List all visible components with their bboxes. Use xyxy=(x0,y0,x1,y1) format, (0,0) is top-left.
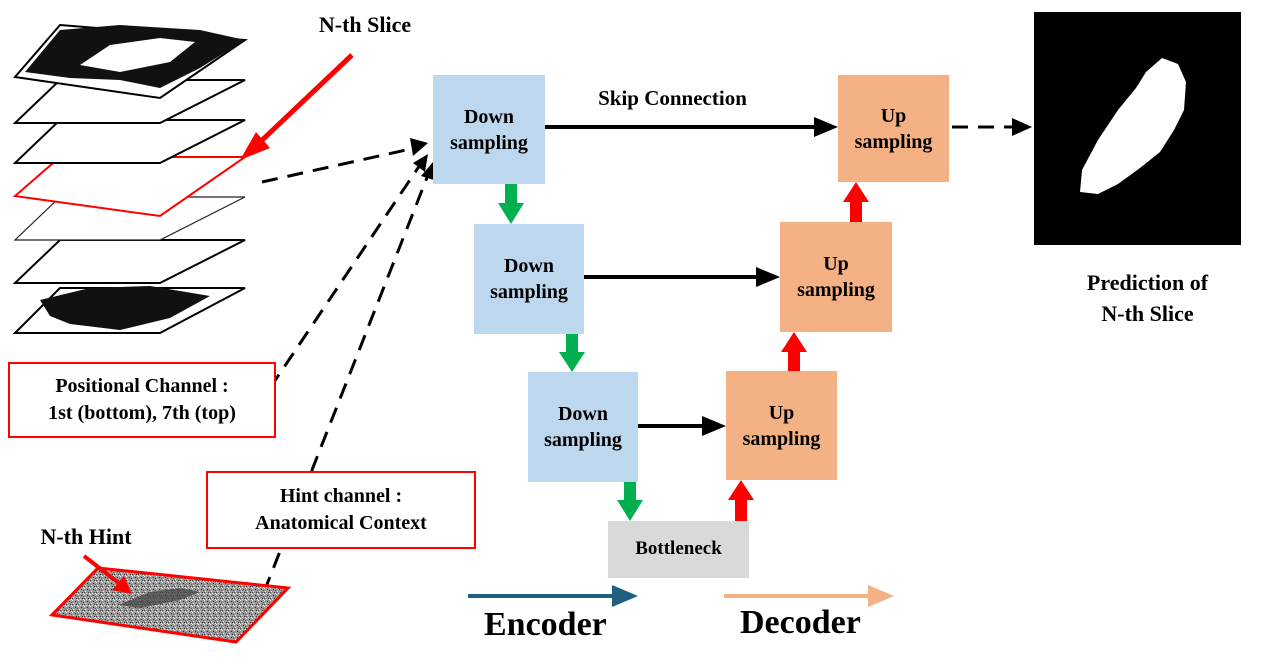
encoder-block-2-line-1: Down xyxy=(503,255,554,277)
encoder-block-2: Down sampling xyxy=(474,224,584,334)
bottleneck-label: Bottleneck xyxy=(635,538,722,560)
slice-7-organ xyxy=(80,38,195,72)
encoder-block-1-line-2: sampling xyxy=(450,131,528,154)
decoder-block-1-line-2: sampling xyxy=(854,130,933,153)
decoder-legend-arrow-head xyxy=(868,585,894,607)
down-arrow-2-head xyxy=(559,352,585,372)
decoder-block-1-line-1: Up xyxy=(880,104,907,127)
encoder-block-3: Down sampling xyxy=(528,372,638,482)
up-arrow-3 xyxy=(850,201,862,222)
prediction-label-line-1: Prediction of xyxy=(1086,270,1209,295)
positional-channel-line-1: Positional Channel : xyxy=(55,375,229,397)
down-arrow-2 xyxy=(566,334,578,356)
decoder-block-3-line-1: Up xyxy=(768,401,795,424)
decoder-block-2: Up sampling xyxy=(780,222,892,332)
up-arrow-1-head xyxy=(728,480,754,500)
input-arrow-slices-head xyxy=(410,138,428,156)
nth-hint-label: N-th Hint xyxy=(40,524,132,549)
encoder-block-1: Down sampling xyxy=(433,75,545,184)
positional-channel-box: Positional Channel : 1st (bottom), 7th (… xyxy=(8,362,276,438)
nth-slice-pointer-head xyxy=(240,132,270,160)
encoder-legend-arrow-head xyxy=(612,585,638,607)
hint-organ xyxy=(118,588,200,608)
down-arrow-3 xyxy=(624,482,636,502)
down-arrow-3-head xyxy=(617,500,643,521)
nth-slice-pointer xyxy=(256,53,354,146)
up-arrow-1 xyxy=(735,499,747,521)
hint-slice xyxy=(48,566,292,644)
hint-pointer xyxy=(82,554,122,586)
decoder-block-1: Up sampling xyxy=(838,75,949,182)
input-arrow-hint-head xyxy=(421,162,434,180)
decoder-block-3: Up sampling xyxy=(726,371,837,480)
hint-channel-box: Hint channel : Anatomical Context xyxy=(206,471,476,549)
up-arrow-3-head xyxy=(843,182,869,202)
slice-stack xyxy=(12,23,249,334)
prediction-mask xyxy=(1080,58,1186,194)
up-arrow-2-head xyxy=(781,332,807,352)
encoder-legend-label: Encoder xyxy=(484,606,607,643)
decoder-block-2-line-1: Up xyxy=(823,253,849,275)
positional-channel-line-2: 1st (bottom), 7th (top) xyxy=(48,402,236,424)
slice-nth xyxy=(12,156,249,218)
prediction-label: Prediction of N-th Slice xyxy=(1050,268,1245,330)
up-arrows xyxy=(728,182,869,521)
output-arrow-head xyxy=(1012,118,1032,136)
down-arrows xyxy=(498,184,643,521)
encoder-block-3-line-2: sampling xyxy=(544,429,622,451)
hint-channel-line-1: Hint channel : xyxy=(279,485,403,507)
skip-connection-label: Skip Connection xyxy=(598,86,747,110)
hint-channel-line-2: Anatomical Context xyxy=(255,512,427,534)
skip-arrow-2-head xyxy=(756,267,780,287)
nth-slice-label: N-th Slice xyxy=(318,12,412,37)
slice-1-mask xyxy=(40,286,210,330)
encoder-block-3-line-1: Down xyxy=(557,403,608,425)
skip-arrow-3-head xyxy=(702,416,726,436)
skip-arrow-1-head xyxy=(814,117,838,137)
encoder-block-1-line-1: Down xyxy=(463,105,514,128)
down-arrow-1-head xyxy=(498,203,524,224)
slice-5 xyxy=(12,119,246,164)
input-arrow-slices xyxy=(261,146,416,184)
decoder-block-2-line-2: sampling xyxy=(797,279,875,301)
hint-pointer-head xyxy=(112,576,132,594)
bottleneck-block: Bottleneck xyxy=(608,521,749,578)
decoder-legend-label: Decoder xyxy=(740,604,861,641)
up-arrow-2 xyxy=(788,351,800,373)
prediction-label-line-2: N-th Slice xyxy=(1101,300,1194,326)
input-arrow-hint xyxy=(262,174,430,593)
decoder-block-3-line-2: sampling xyxy=(742,427,821,450)
input-arrow-positional xyxy=(268,164,422,389)
input-arrow-positional-head xyxy=(413,154,428,172)
slice-2 xyxy=(12,239,246,284)
down-arrow-1 xyxy=(505,184,517,206)
encoder-block-2-line-2: sampling xyxy=(490,281,568,303)
